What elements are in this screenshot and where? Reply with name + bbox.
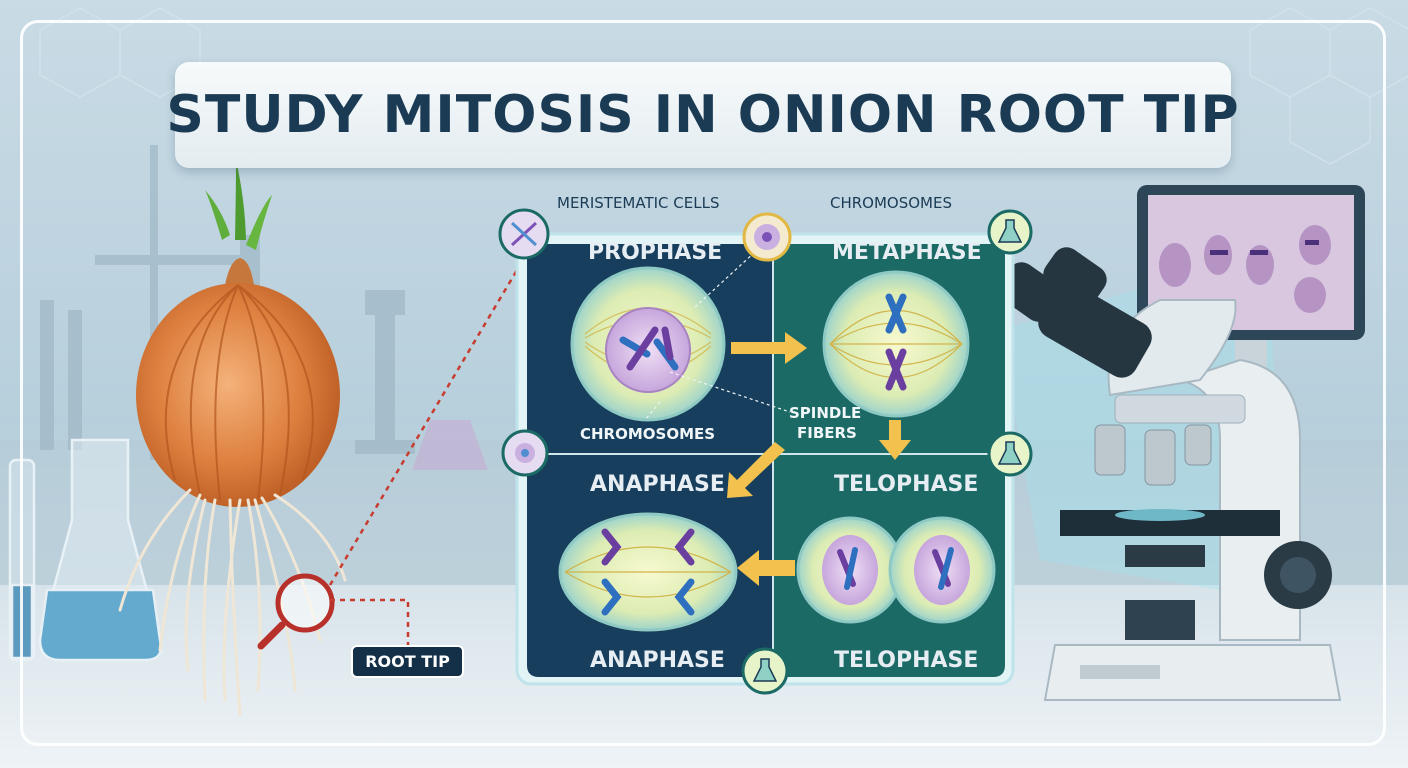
prophase-label: PROPHASE (588, 240, 723, 265)
telophase-top-label: TELOPHASE (834, 472, 979, 497)
microscope-illustration (998, 185, 1365, 701)
cell-icon (501, 429, 549, 477)
anaphase-top-label: ANAPHASE (590, 472, 725, 497)
meristematic-label: MERISTEMATIC CELLS (557, 194, 720, 212)
metaphase-cell (822, 270, 970, 418)
root-tip-badge: ROOT TIP (351, 645, 464, 678)
telophase-cell (796, 516, 996, 624)
anaphase-cell (558, 512, 738, 632)
page-title: STUDY MITOSIS IN ONION ROOT TIP (166, 85, 1240, 145)
title-banner: STUDY MITOSIS IN ONION ROOT TIP (166, 62, 1239, 168)
outer-frame (20, 20, 1386, 746)
prophase-cell (570, 266, 726, 422)
telophase-bottom-label: TELOPHASE (834, 648, 979, 673)
flask-icon (987, 431, 1033, 477)
anaphase-bottom-label: ANAPHASE (590, 648, 725, 673)
stage-arrows (727, 332, 911, 586)
mitosis-panel (515, 232, 1015, 686)
flask-left (8, 438, 163, 662)
chromosomes-inner-label: CHROMOSOMES (580, 425, 716, 443)
magnifier-icon (257, 573, 335, 650)
metaphase-label: METAPHASE (832, 240, 982, 265)
chromosomes-top-label: CHROMOSOMES (830, 194, 952, 212)
root-tip-label: ROOT TIP (365, 652, 450, 671)
onion-illustration (118, 160, 347, 717)
flask-icon (741, 647, 789, 695)
spindle-label-line2: FIBERS (797, 424, 857, 442)
cell-icon (742, 212, 792, 262)
spindle-label-line1: SPINDLE (789, 404, 862, 422)
dna-icon (498, 208, 550, 260)
flask-icon (987, 209, 1033, 255)
